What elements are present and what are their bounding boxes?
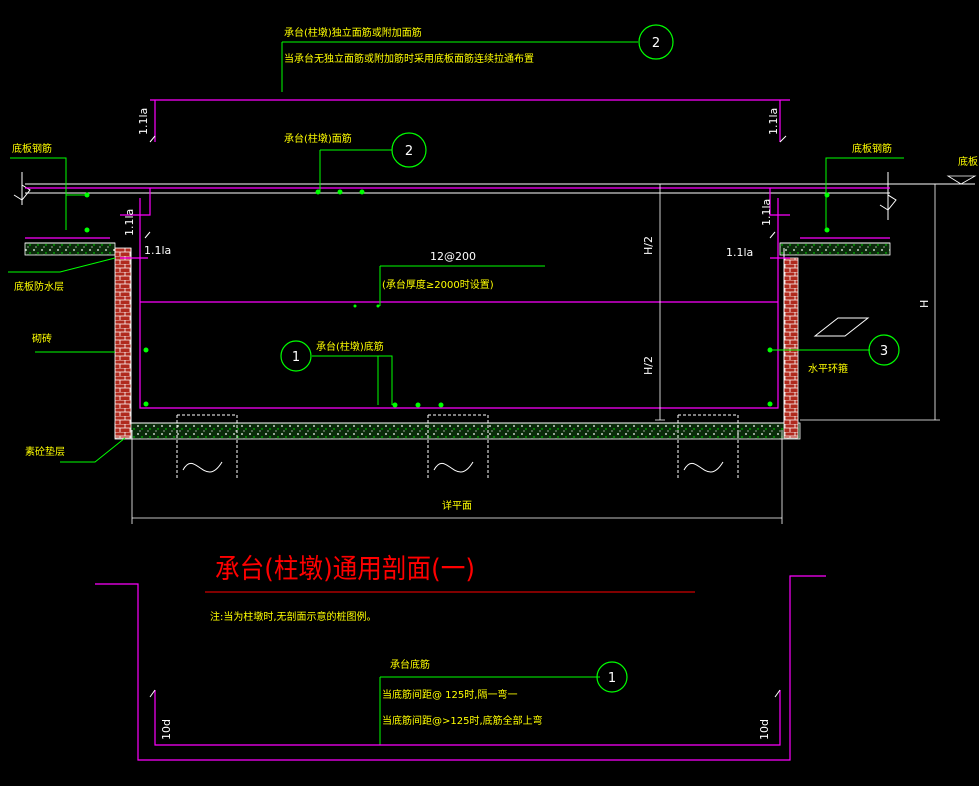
piles <box>176 414 739 480</box>
rebar-dots <box>84 189 830 408</box>
lap-right-h: 1.1la <box>760 199 773 226</box>
lap-arrows <box>144 135 787 239</box>
dimension-lines <box>131 175 977 524</box>
mid-bar-note: (承台厚度≥2000时设置) <box>382 278 494 291</box>
right-floor-rebar-label: 底板钢筋 <box>852 142 892 155</box>
water-stop-symbol <box>813 317 870 337</box>
dim-10d-right: 10d <box>758 719 771 740</box>
callout-bottom: 1 <box>292 350 300 365</box>
left-floor-bed <box>24 242 116 256</box>
bottom-bed <box>114 422 801 440</box>
full-h: H <box>918 300 931 308</box>
left-sand-label: 素砼垫层 <box>25 445 65 458</box>
lower-bar-label: 承台底筋 <box>390 658 430 671</box>
lower-note-1: 当底筋间距@ 125时,隔一弯一 <box>382 688 517 701</box>
bottom-bar-label: 承台(柱墩)底筋 <box>316 340 384 353</box>
note-text: 注:当为柱墩时,无剖面示意的桩图例。 <box>210 610 377 623</box>
left-floor-rebar-label: 底板钢筋 <box>12 142 52 155</box>
half-h-lower: H/2 <box>642 356 655 375</box>
lap-left-wall: 1.1la <box>144 244 171 257</box>
lap-right-wall: 1.1la <box>726 246 753 259</box>
right-edge-label: 底板 <box>958 155 978 168</box>
lower-note-2: 当底筋间距@>125时,底筋全部上弯 <box>382 714 543 727</box>
top-note-line2: 当承台无独立面筋或附加筋时采用底板面筋连续拉通布置 <box>284 52 534 65</box>
lower-detail <box>95 575 826 761</box>
callout-lower: 1 <box>608 671 616 686</box>
left-brick-label: 砌砖 <box>32 332 52 345</box>
top-note-line1: 承台(柱墩)独立面筋或附加面筋 <box>284 26 422 39</box>
drawing-title: 承台(柱墩)通用剖面(一) <box>215 554 475 585</box>
callout-water: 3 <box>880 344 888 359</box>
callout-top: 2 <box>652 36 660 51</box>
cap-outline <box>130 248 785 424</box>
mid-bar-spec: 12@200 <box>430 250 476 263</box>
bottom-dim-label: 详平面 <box>442 499 472 512</box>
left-brick-wall <box>114 247 132 439</box>
half-h-upper: H/2 <box>642 236 655 255</box>
break-mark-right <box>879 172 897 220</box>
right-floor-bed <box>779 242 891 256</box>
leader-lines <box>8 41 904 745</box>
dim-10d-left: 10d <box>160 719 173 740</box>
lap-left-h: 1.1la <box>123 209 136 236</box>
water-stop-label: 水平环箍 <box>808 362 848 375</box>
right-brick-wall <box>783 257 799 439</box>
left-waterproof-label: 底板防水层 <box>14 280 64 293</box>
callout-circles <box>280 24 900 693</box>
lap-left-top: 1.1la <box>137 108 150 135</box>
top-face-bar-label: 承台(柱墩)面筋 <box>284 132 352 145</box>
rebar <box>25 99 890 409</box>
lap-right-top: 1.1la <box>767 108 780 135</box>
callout-face: 2 <box>405 144 413 159</box>
